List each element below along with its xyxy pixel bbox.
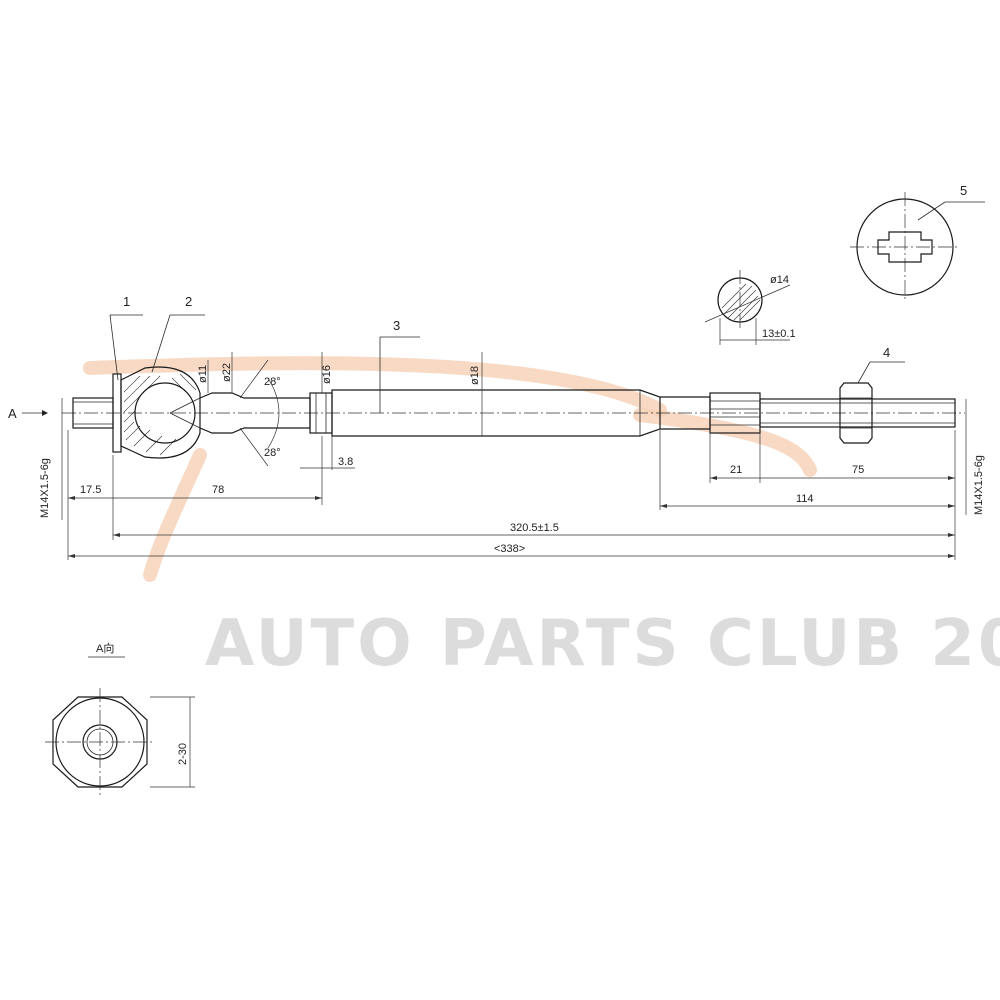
part-leaders: 1 2 3 4 5 [109, 183, 985, 413]
watermark-text: AUTO PARTS CLUB 2018 [205, 607, 1000, 681]
dim-78: 78 [212, 484, 224, 496]
thread-spec-right: M14X1.5-6g [973, 455, 985, 515]
dim-75: 75 [852, 464, 864, 476]
ball-stud [134, 382, 196, 444]
dim-17-5: 17.5 [80, 484, 101, 496]
dim-angle-bottom: 28° [264, 447, 281, 459]
section-view-d14: ø14 13±0.1 [704, 270, 796, 345]
view-arrow-label: A [8, 406, 17, 421]
dim-338: <338> [494, 543, 525, 555]
end-view-part5 [850, 192, 960, 302]
part-label-5: 5 [960, 183, 967, 198]
part-label-2: 2 [185, 294, 192, 309]
watermark-swoosh [83, 356, 817, 582]
view-arrow-a: A [8, 406, 48, 421]
dim-d11: ø11 [197, 365, 209, 383]
part-label-3: 3 [393, 318, 400, 333]
dim-angle-top: 28° [264, 376, 281, 388]
dim-d18: ø18 [469, 366, 481, 385]
part-label-1: 1 [123, 294, 130, 309]
dim-flat-13: 13±0.1 [762, 328, 796, 340]
dim-21: 21 [730, 464, 742, 476]
dim-3-8: 3.8 [338, 456, 353, 468]
thread-spec-left: M14X1.5-6g [39, 458, 51, 518]
dim-d16: ø16 [321, 365, 333, 384]
dim-114: 114 [796, 493, 814, 505]
view-a-label: A向 [96, 641, 114, 655]
length-dimensions: 3.8 17.5 78 21 75 114 320.5±1.5 <338> [67, 430, 956, 560]
spline-profile [877, 231, 933, 263]
dim-flats-view-a: 2-30 [177, 743, 189, 765]
part-label-4: 4 [883, 345, 890, 360]
dim-320-5: 320.5±1.5 [510, 522, 559, 534]
ball-housing [120, 366, 201, 459]
dim-d22: ø22 [221, 363, 233, 382]
dim-d14: ø14 [770, 274, 789, 286]
view-a: A向 2-30 [45, 641, 195, 796]
neck-diameter-callouts: ø11 ø22 28° 28° ø16 ø18 [197, 352, 483, 467]
jam-nut [839, 382, 873, 444]
right-threaded-end [759, 398, 956, 428]
view-a-hex-outline [52, 696, 148, 788]
